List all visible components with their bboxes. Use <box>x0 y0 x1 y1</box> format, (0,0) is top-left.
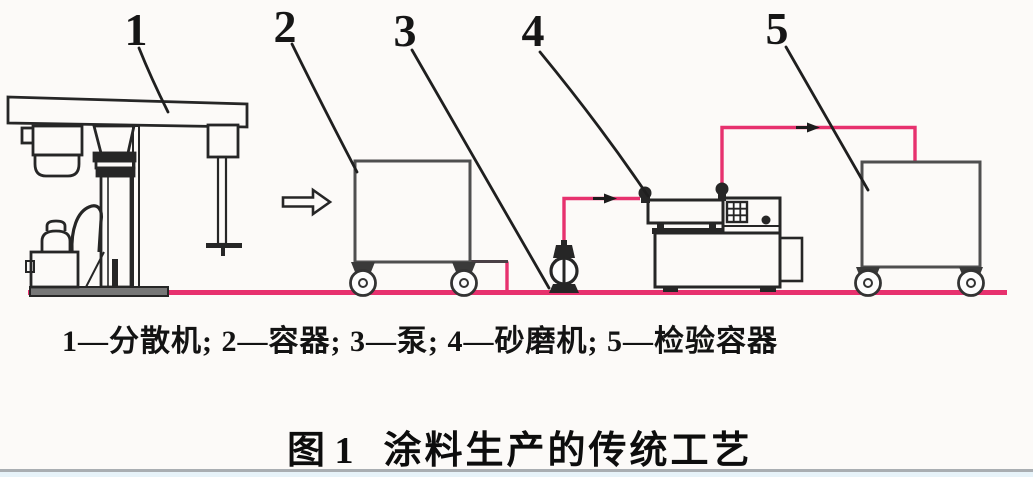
panel-knob-icon <box>761 215 771 225</box>
flow-arrow-icon <box>604 193 617 204</box>
callout-3: 3 <box>394 5 417 56</box>
pump-unit-box <box>29 250 80 289</box>
column-foot-stub <box>112 259 118 287</box>
container-5 <box>854 160 985 297</box>
pump-to-mill-pipe <box>562 196 640 248</box>
caster-wheel-icon <box>450 269 478 297</box>
caster-wheel-icon <box>957 269 985 297</box>
figure-caption: 图 1 涂料生产的传统工艺 <box>287 419 753 474</box>
container-2 <box>349 159 478 297</box>
flow-arrow-icon <box>807 122 820 133</box>
callout-5: 5 <box>766 3 789 54</box>
mill-inlet-stem <box>641 197 650 203</box>
mill-foot <box>760 286 776 292</box>
disperser-machine <box>6 95 249 297</box>
callout-leaders <box>137 42 870 290</box>
caster-wheel-icon <box>854 269 882 297</box>
callout-1: 1 <box>125 4 148 55</box>
bottom-band <box>0 472 1033 477</box>
leader-line-1 <box>137 46 170 114</box>
mill-saddle-post <box>709 221 716 230</box>
disperser-base-plate <box>29 286 169 297</box>
caster-hub <box>358 278 368 288</box>
caster-bracket <box>452 262 476 272</box>
leader-line-5 <box>784 45 870 192</box>
bottom-divider <box>0 469 1033 472</box>
mill-outlet-stem <box>718 193 726 201</box>
disperser-motor-cup <box>33 153 81 178</box>
mill-saddle-bar <box>652 228 722 234</box>
pump-unit-cap <box>40 229 72 252</box>
container5-body <box>860 160 982 269</box>
mill-saddle-post <box>657 221 664 230</box>
figure-legend: 1—分散机; 2—容器; 3—泵; 4—砂磨机; 5—检验容器 <box>62 325 778 358</box>
shaft-hanger <box>206 123 240 159</box>
mill-grinding-cylinder <box>646 198 725 225</box>
leader-line-3 <box>410 48 551 290</box>
leader-line-2 <box>290 42 359 174</box>
pump-unit-tab <box>25 260 35 273</box>
disperser-motor <box>31 124 84 157</box>
pump-unit-cap-top <box>45 219 67 231</box>
transfer-arrow-icon <box>281 187 333 217</box>
agitator-shaft <box>216 155 228 246</box>
caption-number: 图 1 <box>287 430 354 472</box>
dispersing-disc <box>206 243 242 248</box>
disc-stub <box>221 248 225 256</box>
column-bracket <box>92 124 136 155</box>
button-grid-icon <box>725 200 749 224</box>
leader-line-4 <box>538 50 650 198</box>
mill-foot <box>663 286 678 292</box>
caster-hub <box>459 278 469 288</box>
disperser-beam <box>6 95 249 129</box>
callout-2: 2 <box>274 1 297 52</box>
lift-rod <box>132 125 140 288</box>
callout-numbers: 1 2 3 4 5 <box>125 1 789 56</box>
caption-title: 涂料生产的传统工艺 <box>383 430 753 472</box>
caster-hub <box>863 278 873 288</box>
sand-mill <box>638 182 804 292</box>
mill-base <box>653 231 782 289</box>
callout-4: 4 <box>522 5 545 56</box>
pump <box>549 240 579 293</box>
caster-wheel-icon <box>349 269 377 297</box>
caster-hub <box>966 278 976 288</box>
pump-stem <box>561 240 567 246</box>
mill-outlet-fitting <box>715 182 729 196</box>
base-brace <box>85 251 105 288</box>
container2-body <box>353 159 472 264</box>
pump-base <box>549 284 579 293</box>
mill-side-box <box>778 236 804 283</box>
pump-top-fitting <box>553 245 575 258</box>
flow-arrows <box>593 122 820 204</box>
hydraulic-hook-pipe <box>70 204 104 253</box>
caster-bracket <box>351 262 375 272</box>
